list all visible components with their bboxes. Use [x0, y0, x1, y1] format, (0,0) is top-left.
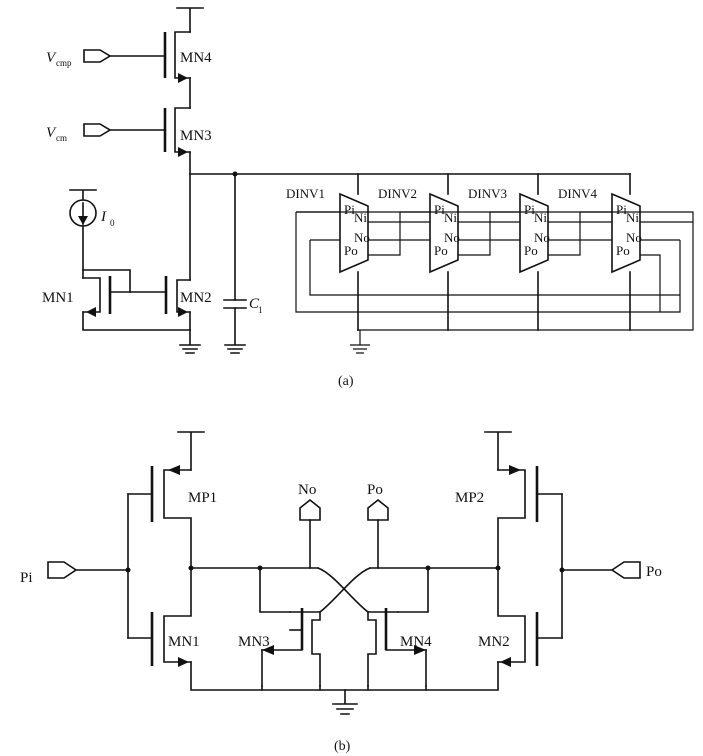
label-mn2-a: MN2 — [180, 290, 212, 306]
svg-text:Ni: Ni — [626, 210, 639, 225]
caption-a: (a) — [338, 374, 354, 389]
svg-text:Po: Po — [434, 243, 448, 258]
part-a: MN4 V cmp MN3 V cm — [42, 7, 694, 389]
svg-text:Pi: Pi — [20, 570, 33, 586]
svg-text:V: V — [46, 50, 57, 66]
dinv4: DINV4 Pi Ni No Po — [558, 173, 642, 331]
svg-text:Pi: Pi — [524, 202, 535, 217]
current-source-i0: I 0 — [69, 189, 115, 279]
label-dinv4: DINV4 — [558, 186, 597, 201]
svg-text:C: C — [249, 296, 260, 312]
svg-text:Po: Po — [524, 243, 538, 258]
svg-text:I: I — [100, 209, 107, 225]
svg-text:Ni: Ni — [534, 210, 547, 225]
svg-text:1: 1 — [258, 305, 263, 315]
svg-text:Pi: Pi — [434, 202, 445, 217]
label-mn2-b: MN2 — [478, 634, 510, 650]
port-v-cm: V cm — [46, 123, 112, 143]
label-mn4: MN4 — [180, 50, 212, 66]
port-po-top: Po — [367, 482, 389, 569]
label-mn1-b: MN1 — [168, 634, 200, 650]
transistor-mn1 — [82, 276, 112, 317]
port-v-cmp: V cmp — [46, 49, 112, 68]
svg-text:Ni: Ni — [444, 210, 457, 225]
label-mn4-b: MN4 — [400, 634, 432, 650]
transistor-mp1 — [127, 465, 192, 569]
svg-text:No: No — [354, 230, 370, 245]
dinv2: DINV2 Pi Ni No Po — [378, 173, 460, 331]
port-po-right: Po — [610, 561, 662, 580]
svg-text:cmp: cmp — [56, 58, 72, 68]
label-dinv2: DINV2 — [378, 186, 417, 201]
svg-text:Po: Po — [344, 243, 358, 258]
dinv1: DINV1 Pi Ni No Po — [286, 173, 370, 331]
label-dinv1: DINV1 — [286, 186, 325, 201]
label-dinv3: DINV3 — [468, 186, 507, 201]
svg-text:Po: Po — [616, 243, 630, 258]
label-mn1-a: MN1 — [42, 290, 74, 306]
svg-text:Pi: Pi — [616, 202, 627, 217]
transistor-mp2 — [497, 465, 563, 569]
label-mn3-b: MN3 — [238, 634, 270, 650]
transistor-mn3-b — [261, 608, 321, 687]
svg-text:No: No — [444, 230, 460, 245]
transistor-mn2-b — [497, 567, 563, 667]
caption-b: (b) — [334, 739, 351, 754]
svg-text:Po: Po — [646, 564, 662, 580]
transistor-mn4 — [109, 31, 191, 83]
svg-text:0: 0 — [110, 218, 115, 228]
svg-text:cm: cm — [56, 133, 67, 143]
dinv3: DINV3 Pi Ni No Po — [468, 173, 550, 331]
svg-text:Po: Po — [367, 482, 383, 498]
capacitor-c1: C 1 — [223, 173, 263, 354]
svg-text:No: No — [534, 230, 550, 245]
transistor-mn3 — [109, 107, 191, 157]
port-no-top: No — [298, 482, 321, 569]
svg-text:No: No — [626, 230, 642, 245]
svg-text:Pi: Pi — [344, 202, 355, 217]
transistor-mn1-b — [127, 567, 192, 667]
svg-text:No: No — [298, 482, 316, 498]
svg-text:V: V — [46, 125, 57, 141]
svg-text:Ni: Ni — [354, 210, 367, 225]
label-mp1: MP1 — [188, 490, 217, 506]
label-mn3: MN3 — [180, 128, 212, 144]
part-b: MP1 MN1 Pi MP2 MN — [20, 431, 662, 754]
transistor-mn4-b — [367, 608, 427, 687]
port-pi: Pi — [20, 561, 78, 586]
label-mp2: MP2 — [455, 490, 484, 506]
transistor-mn2 — [164, 276, 191, 317]
